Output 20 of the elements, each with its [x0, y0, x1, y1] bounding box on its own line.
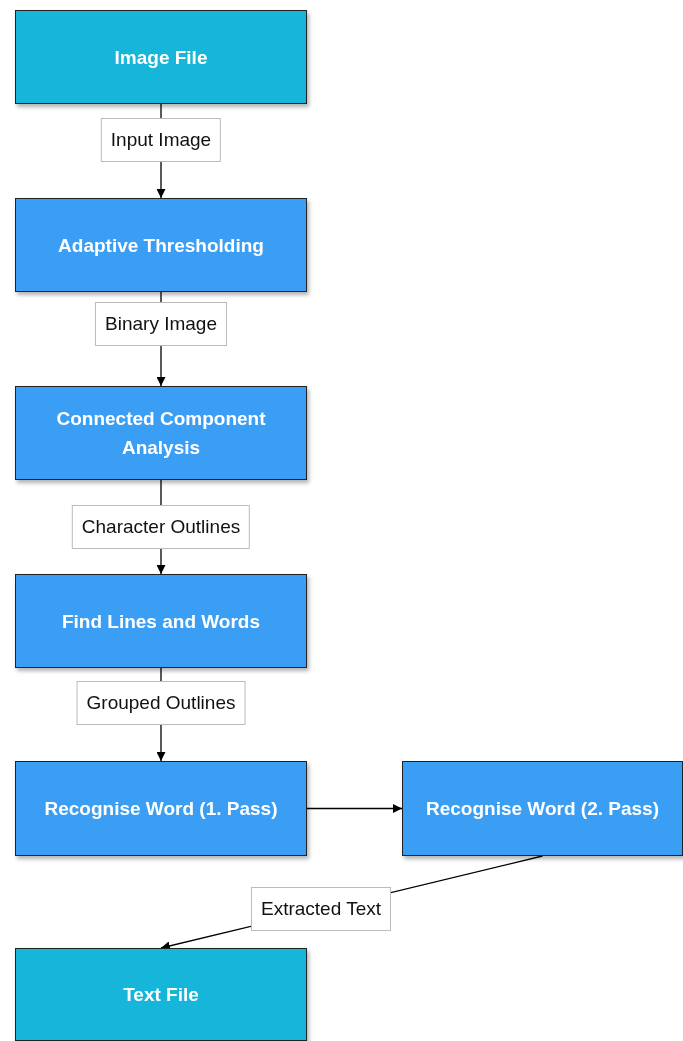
edge-label: Input Image — [100, 118, 222, 162]
node-label: Recognise Word (1. Pass) — [43, 797, 279, 821]
node-label: Connected Component Analysis — [55, 407, 267, 460]
edge-label: Extracted Text — [251, 887, 391, 931]
edge-label: Binary Image — [95, 302, 227, 346]
process-box — [15, 198, 307, 292]
edge-label: Character Outlines — [71, 505, 251, 549]
arrow — [306, 804, 403, 813]
process-box — [402, 761, 683, 856]
terminal-box — [15, 10, 307, 104]
process-box — [15, 761, 307, 856]
node-label: Find Lines and Words — [60, 609, 262, 634]
process-box — [15, 574, 307, 668]
node-label: Recognise Word (2. Pass) — [425, 797, 660, 821]
terminal-box — [15, 948, 307, 1041]
node-label: Adaptive Thresholding — [57, 233, 265, 258]
process-box — [15, 386, 307, 480]
edge-label: Grouped Outlines — [76, 681, 246, 725]
node-label: Text File — [122, 983, 200, 1007]
node-label: Image File — [113, 45, 209, 70]
